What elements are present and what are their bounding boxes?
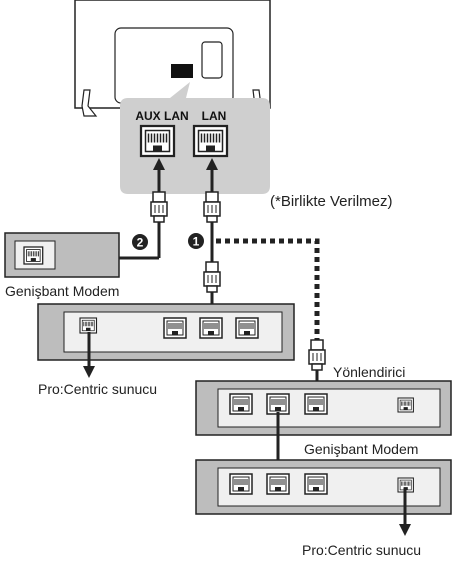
procentric-device [195, 459, 452, 515]
not-included-note: (*Birlikte Verilmez) [270, 193, 393, 210]
dotted-link [216, 238, 320, 340]
svg-text:1: 1 [193, 235, 200, 249]
procentric-server-right-label: Pro:Centric sunucu [302, 542, 421, 558]
router-device [195, 380, 452, 436]
lan-port[interactable] [192, 124, 229, 158]
svg-text:2: 2 [137, 236, 144, 250]
broadband-modem-right-label: Genişbant Modem [304, 441, 418, 457]
badge-2: 2 [132, 234, 148, 250]
lan-label: LAN [202, 109, 227, 123]
badge-1: 1 [188, 233, 204, 249]
broadband-modem-left-label: Genişbant Modem [5, 283, 119, 299]
aux-lan-cable [118, 158, 168, 260]
aux-lan-port[interactable] [139, 124, 176, 158]
hub-device [37, 303, 295, 361]
tv-port-panel: AUX LAN LAN [120, 82, 270, 194]
router-label: Yönlendirici [333, 364, 405, 380]
tv [74, 0, 271, 117]
aux-lan-label: AUX LAN [135, 109, 188, 123]
broadband-modem-left [4, 232, 120, 278]
procentric-server-left-label: Pro:Centric sunucu [38, 381, 157, 397]
